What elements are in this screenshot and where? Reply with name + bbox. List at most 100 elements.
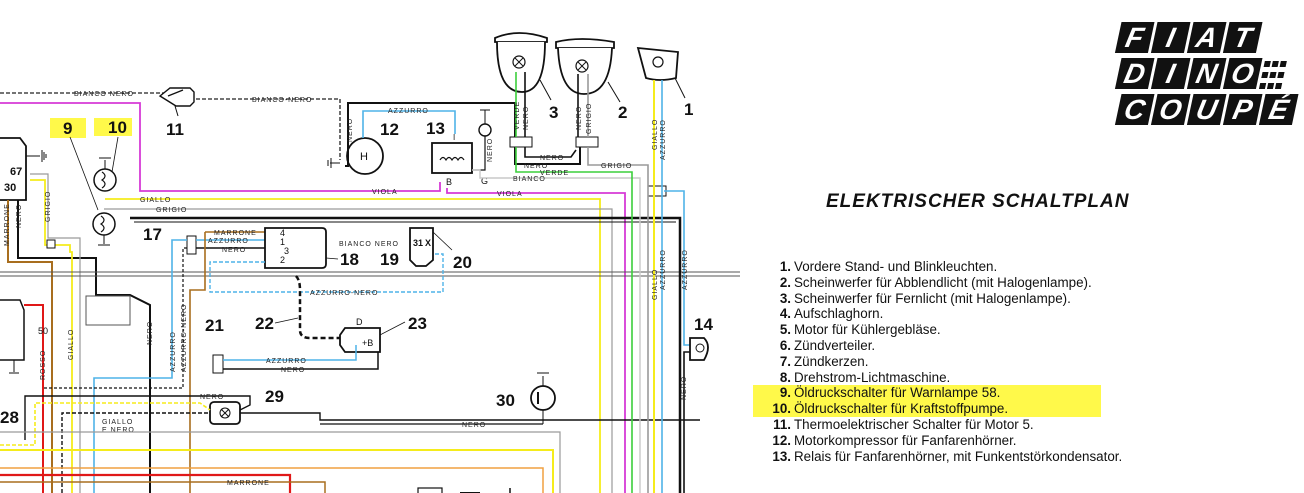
legend-text: Aufschlaghorn.: [794, 306, 884, 322]
component-number: 11: [166, 120, 184, 139]
legend-item: 7.Zündkerzen.: [765, 354, 1122, 370]
legend-item: 1.Vordere Stand- und Blinkleuchten.: [765, 259, 1122, 275]
terminal-label: G: [481, 176, 488, 186]
legend-text: Zündverteiler.: [794, 337, 876, 353]
wire-label: NERO: [16, 204, 23, 228]
oil-switch-9: [92, 212, 116, 246]
wire-azzurro: [223, 345, 357, 361]
wire-azzurro-nero: [209, 253, 444, 293]
headlight-3: [494, 32, 548, 93]
wire-label: GRIGIO: [601, 163, 632, 170]
component-number: 2: [618, 103, 627, 122]
legend-number: 12.: [772, 432, 791, 448]
wire-label: GIALLO: [102, 419, 133, 426]
component-number: 20: [453, 253, 472, 272]
fiat-dino-coupe-logo: F I A T D I N O C O U P É: [1114, 22, 1299, 130]
wire-label: GIALLO: [140, 197, 171, 204]
wire-nero: [345, 102, 581, 167]
logo-letter: I: [1150, 22, 1191, 53]
legend-item: 4.Aufschlaghorn.: [765, 306, 1122, 322]
wire-label: NERO: [147, 321, 154, 345]
terminal-label: 3: [284, 246, 289, 256]
highlight-9: [50, 118, 86, 138]
wire-label: BIANCO-NERO: [252, 97, 312, 104]
logo-letter: N: [1186, 58, 1227, 89]
wire-group-17: [43, 231, 265, 493]
terminal-label: 30: [4, 182, 16, 194]
harness-bus: [0, 271, 740, 277]
legend-number: 1.: [779, 259, 791, 274]
logo-letter: I: [1150, 58, 1191, 89]
logo-letter: O: [1222, 58, 1263, 89]
legend-number: 7.: [779, 353, 791, 369]
legend-text: Vordere Stand- und Blinkleuchten.: [794, 259, 998, 274]
ground-icon: [41, 150, 47, 162]
wire-label: GRIGIO: [156, 207, 187, 214]
wire-label: NERO: [576, 106, 583, 130]
wire-label: BIANCO: [513, 176, 546, 183]
wire-label: NERO: [462, 422, 486, 429]
wire-nero: [472, 136, 486, 171]
wire-label: NERO: [281, 367, 305, 374]
legend-item: 8.Drehstrom-Lichtmaschine.: [765, 370, 1122, 386]
wiring-schematic: BIANCO NERO BIANCO-NERO 11 VIOLA VIOLA 9…: [0, 32, 740, 493]
checker-icon: [1258, 58, 1291, 92]
wire-nero: [223, 352, 379, 370]
component-number: 21: [205, 316, 224, 335]
component-number: 23: [408, 314, 427, 333]
wire-label: GIALLO: [652, 269, 659, 300]
logo-letter: F: [1114, 22, 1155, 53]
wire-label: VERDE: [540, 170, 569, 177]
wire-label: AZZURRO: [682, 249, 689, 290]
lamp-29: [209, 401, 241, 425]
connector-17: [186, 235, 197, 255]
legend-text: Scheinwerfer für Fernlicht (mit Halogenl…: [794, 290, 1071, 306]
logo-letter: T: [1222, 22, 1263, 53]
legend-item: 10.Öldruckschalter für Kraftstoffpumpe.: [753, 401, 1101, 417]
legend-item: 6.Zündverteiler.: [765, 338, 1122, 354]
wire-label: MARRONE: [4, 203, 11, 246]
terminal-label: D: [356, 317, 363, 327]
wire-label: GIALLO: [68, 329, 75, 360]
logo-letter: A: [1186, 22, 1227, 53]
component-number: 1: [684, 100, 693, 119]
logo-row-fiat: F I A T: [1114, 22, 1301, 55]
logo-letter: O: [1150, 94, 1191, 125]
connector-1: [647, 185, 667, 197]
logo-row-dino: D I N O: [1114, 58, 1301, 91]
wire-label: MARRONE: [227, 480, 270, 487]
wire-label: GRIGIO: [45, 191, 52, 222]
legend-item: 2.Scheinwerfer für Abblendlicht (mit Hal…: [765, 275, 1122, 291]
legend-text: Öldruckschalter für Warnlampe 58.: [794, 385, 1001, 401]
component-number: 13: [426, 119, 445, 138]
component-legend: 1.Vordere Stand- und Blinkleuchten.2.Sch…: [753, 259, 1122, 464]
harness-bottom: [0, 431, 561, 493]
connector-2: [575, 136, 599, 148]
connector-3: [509, 136, 533, 148]
wire-label: NERO: [524, 163, 548, 170]
wire-label: GRIGIO: [586, 103, 593, 134]
wire-label: NERO: [222, 247, 246, 254]
component-number: 18: [340, 250, 359, 269]
terminal-label: H: [360, 151, 368, 163]
wire-label: VIOLA: [497, 191, 523, 198]
logo-row-coupe: C O U P É: [1114, 94, 1301, 127]
headlight-2: [555, 38, 615, 95]
component-number: 9: [63, 119, 72, 138]
terminal-label: 50: [38, 326, 48, 336]
wire-label: AZZURRO: [388, 108, 429, 115]
horn-relay-13: [431, 142, 473, 174]
wire-label: NERO: [540, 155, 564, 162]
component-number: 19: [380, 250, 399, 269]
component-number: 14: [694, 315, 713, 334]
legend-number: 3.: [779, 290, 791, 306]
wire-azzurro: [664, 190, 690, 346]
legend-number: 10.: [772, 401, 791, 417]
wire-label: NERO: [523, 106, 530, 130]
wire-label: ROSSO: [40, 350, 47, 380]
logo-letter: C: [1114, 94, 1155, 125]
wire-nero: [240, 412, 700, 421]
wire-label: MARRONE: [214, 230, 257, 237]
legend-number: 2.: [779, 274, 791, 290]
wire-bianco: [472, 169, 641, 493]
